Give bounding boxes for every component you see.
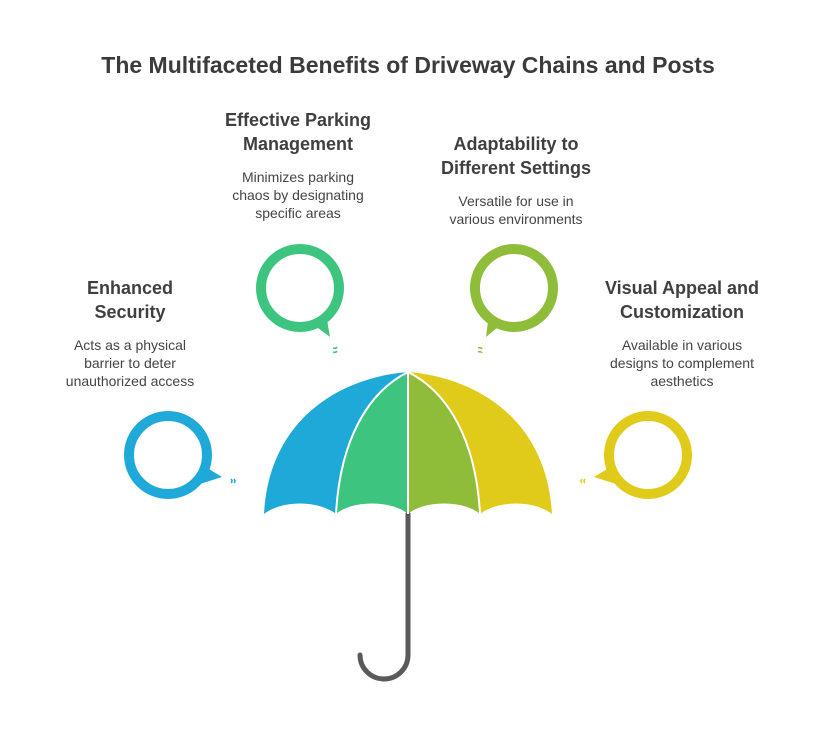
benefit-heading: Adaptability to Different Settings [416, 132, 616, 180]
benefit-heading: Visual Appeal and Customization [582, 276, 782, 324]
benefit-description: Minimizes parking chaos by designating s… [198, 168, 398, 222]
benefit-description: Versatile for use in various environment… [416, 192, 616, 228]
bubble-visual-icon [580, 411, 692, 499]
benefit-visual-appeal: Visual Appeal and Customization Availabl… [582, 276, 782, 390]
canopy-segment-yellow [408, 372, 552, 514]
benefit-heading: Effective Parking Management [198, 108, 398, 156]
desc-line: specific areas [255, 205, 341, 221]
desc-line: Minimizes parking [241, 169, 355, 185]
desc-line: designs to complement [610, 355, 754, 371]
desc-line: aesthetics [650, 373, 714, 389]
heading-line: Customization [620, 302, 744, 322]
benefit-description: Acts as a physical barrier to deter unau… [30, 336, 230, 390]
heading-line: Effective Parking [224, 110, 372, 130]
bubble-security-icon [124, 411, 236, 499]
bubble-parking-icon [256, 244, 344, 354]
benefit-adaptability: Adaptability to Different Settings Versa… [416, 132, 616, 228]
desc-line: Versatile for use in [458, 193, 574, 209]
benefit-description: Available in various designs to compleme… [582, 336, 782, 390]
bubble-adaptability-icon [470, 244, 558, 354]
desc-line: various environments [449, 211, 583, 227]
heading-line: Different Settings [440, 158, 591, 178]
desc-line: Available in various [621, 337, 743, 353]
heading-line: Management [242, 134, 354, 154]
desc-line: barrier to deter [84, 355, 176, 371]
heading-line: Visual Appeal and [604, 278, 760, 298]
desc-line: unauthorized access [65, 373, 195, 389]
heading-line: Security [94, 302, 166, 322]
canopy-segment-blue [264, 372, 408, 514]
desc-line: Acts as a physical [73, 337, 187, 353]
desc-line: chaos by designating [232, 187, 364, 203]
umbrella-handle-icon [357, 511, 411, 682]
benefit-heading: Enhanced Security [30, 276, 230, 324]
canopy-segment-lime [408, 372, 480, 514]
canopy-segment-green [336, 372, 408, 514]
benefit-enhanced-security: Enhanced Security Acts as a physical bar… [30, 276, 230, 390]
page-title: The Multifaceted Benefits of Driveway Ch… [101, 52, 715, 78]
heading-line: Enhanced [86, 278, 174, 298]
benefit-effective-parking: Effective Parking Management Minimizes p… [198, 108, 398, 222]
heading-line: Adaptability to [453, 134, 579, 154]
